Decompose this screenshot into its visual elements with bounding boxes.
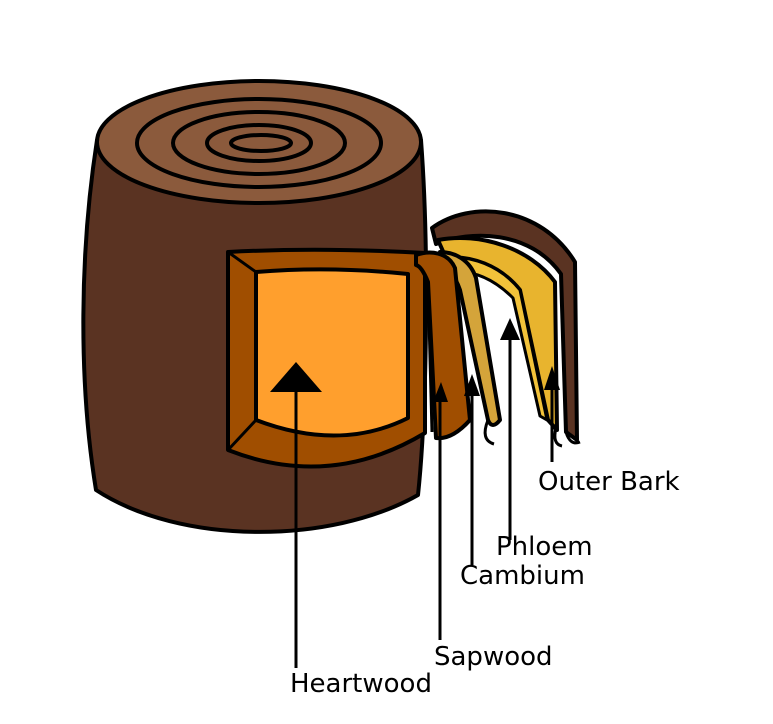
cambium-arrowhead <box>464 374 480 396</box>
phloem-label: Phloem <box>496 532 593 562</box>
heartwood-arrowhead <box>270 362 322 392</box>
cambium-label: Cambium <box>460 561 585 591</box>
sapwood-label: Sapwood <box>434 642 553 672</box>
outer-bark-label: Outer Bark <box>538 467 680 497</box>
pointer-arrows <box>270 318 560 668</box>
outer-bark-arrowhead <box>544 366 560 390</box>
log <box>81 79 429 534</box>
heartwood-label: Heartwood <box>290 669 432 699</box>
phloem-arrowhead <box>500 318 520 340</box>
heartwood-panel <box>254 267 410 438</box>
peeled-layers <box>414 209 581 448</box>
growth-rings <box>135 97 383 189</box>
sapwood-arrowhead <box>433 382 448 402</box>
outer-bark-layer <box>430 209 579 442</box>
labels: Heartwood Sapwood Cambium Phloem Outer B… <box>290 467 680 699</box>
